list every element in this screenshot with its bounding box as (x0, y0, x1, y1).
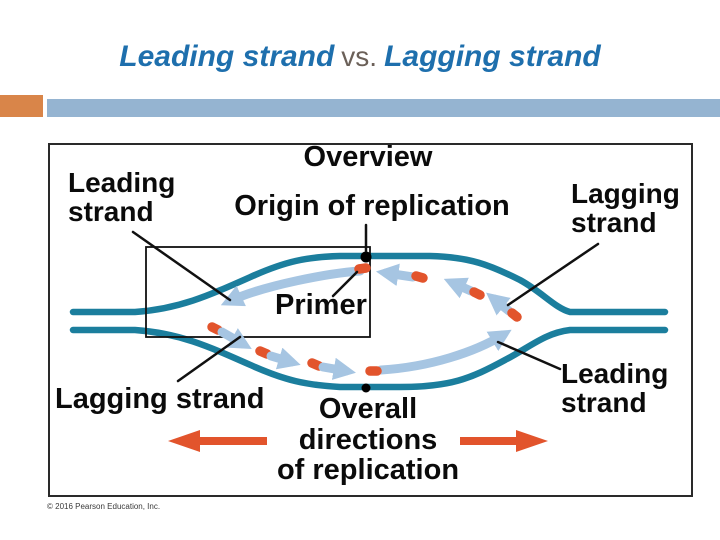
header-accent-orange-block (0, 95, 43, 117)
origin-dot-top (360, 251, 372, 263)
overview-label: Overview (303, 141, 433, 173)
overall-directions-label: Overall directions of replication (276, 393, 460, 487)
left-direction-arrow (168, 430, 267, 452)
origin-of-replication-label: Origin of replication (234, 190, 510, 222)
leading-strand-top-label: Leading strand (68, 167, 176, 228)
header-accent-blue-bar (47, 99, 720, 117)
label-pointer-lines (131, 223, 600, 383)
leading-strand-arrow-bottom (365, 329, 512, 376)
origin-dot-bottom (361, 383, 371, 393)
zoom-region-box (145, 246, 371, 338)
lagging-strand-fragments-top (375, 263, 522, 322)
title-leading-strand: Leading strand (119, 40, 335, 73)
lagging-strand-bottom-label: Lagging strand (55, 383, 265, 415)
leading-strand-bottom-label: Leading strand (561, 358, 669, 419)
parental-dna-strands (69, 252, 669, 391)
primer-label: Primer (275, 289, 367, 321)
title-lagging-strand: Lagging strand (384, 40, 601, 73)
overall-direction-arrows (168, 430, 548, 452)
replication-bubble-diagram (69, 223, 669, 452)
primer-cap (354, 263, 371, 274)
right-direction-arrow (460, 430, 548, 452)
title-vs: vs. (341, 41, 378, 72)
lagging-strand-fragments-bottom (207, 322, 356, 380)
copyright-text: © 2016 Pearson Education, Inc. (47, 502, 161, 511)
figure-panel (48, 143, 693, 497)
lagging-strand-top-label: Lagging strand (571, 178, 680, 239)
leading-strand-arrow-top (220, 263, 371, 307)
